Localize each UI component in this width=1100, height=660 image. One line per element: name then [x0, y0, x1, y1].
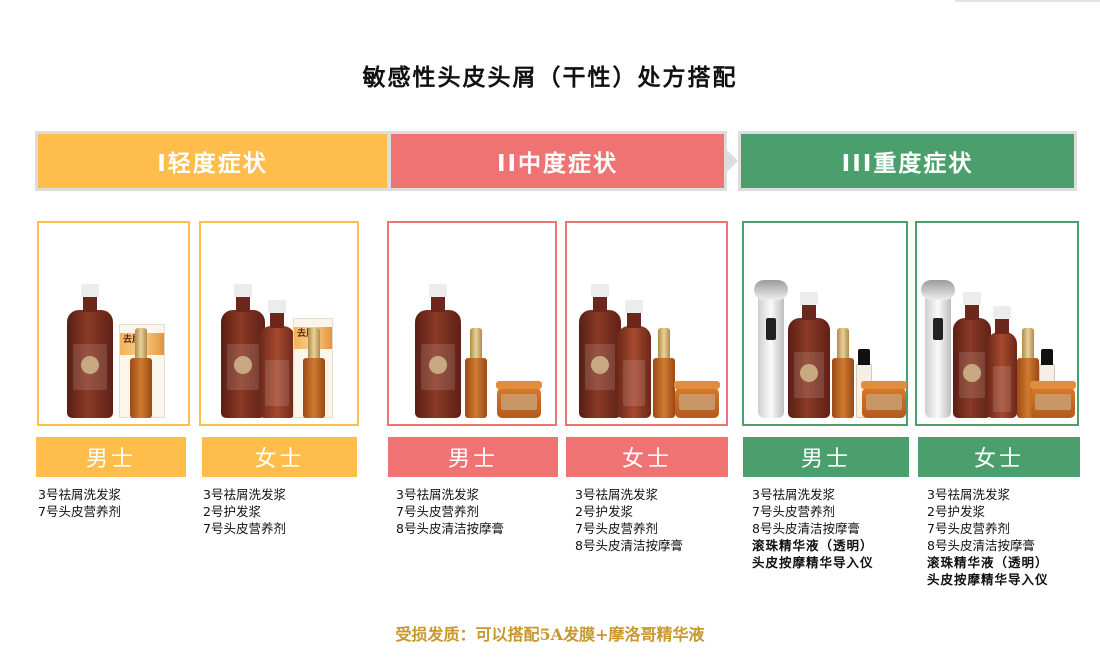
product-group-image	[389, 268, 555, 418]
tier-bar: II中度症状	[388, 131, 727, 191]
list-item: 2号护发浆	[575, 504, 633, 519]
product-list: 3号祛屑洗发浆 7号头皮营养剂 8号头皮清洁按摩膏 滚珠精华液（透明） 头皮按摩…	[752, 486, 874, 571]
list-item: 3号祛屑洗发浆	[396, 487, 479, 502]
shampoo-bottle-icon	[415, 284, 461, 418]
tier-header-mild: I轻度症状	[35, 131, 401, 191]
top-divider	[955, 0, 1100, 2]
serum-dropper-icon	[832, 328, 854, 418]
list-item: 2号护发浆	[203, 504, 261, 519]
list-item: 7号头皮营养剂	[752, 504, 835, 519]
product-photo-frame	[742, 221, 908, 426]
product-group-image	[744, 268, 907, 418]
gender-label-women: 女士	[202, 437, 357, 477]
gender-label-men: 男士	[36, 437, 186, 477]
serum-dropper-icon	[303, 328, 325, 418]
shampoo-bottle-icon	[67, 284, 113, 418]
tier-label: I轻度症状	[157, 151, 268, 177]
conditioner-bottle-icon	[617, 300, 651, 418]
massage-device-icon	[754, 280, 788, 418]
product-list: 3号祛屑洗发浆 2号护发浆 7号头皮营养剂 8号头皮清洁按摩膏	[575, 486, 683, 554]
product-photo-frame	[565, 221, 728, 426]
massage-cream-jar-icon	[861, 381, 907, 418]
tier-header-moderate: II中度症状	[388, 131, 738, 191]
product-group-image	[917, 268, 1077, 418]
gender-label-women: 女士	[918, 437, 1080, 477]
list-item: 7号头皮营养剂	[575, 521, 658, 536]
list-item: 滚珠精华液（透明）	[927, 555, 1049, 570]
massage-cream-jar-icon	[496, 381, 542, 418]
list-item: 7号头皮营养剂	[203, 521, 286, 536]
shampoo-bottle-icon	[788, 292, 830, 418]
product-photo-frame: 去屑	[199, 221, 359, 426]
conditioner-bottle-icon	[987, 306, 1017, 418]
product-group-image: 去屑	[39, 268, 188, 418]
serum-dropper-icon	[653, 328, 675, 418]
tier-bar: III重度症状	[738, 131, 1077, 191]
massage-cream-jar-icon	[674, 381, 720, 418]
tier-bar: I轻度症状	[35, 131, 390, 191]
product-list: 3号祛屑洗发浆 7号头皮营养剂 8号头皮清洁按摩膏	[396, 486, 504, 537]
product-group-image: 去屑	[201, 268, 357, 418]
shampoo-bottle-icon	[221, 284, 265, 418]
list-item: 7号头皮营养剂	[927, 521, 1010, 536]
serum-dropper-icon	[465, 328, 487, 418]
product-photo-frame	[387, 221, 557, 426]
tier-label: II中度症状	[496, 151, 619, 177]
tier-header-severe: III重度症状	[738, 131, 1077, 191]
list-item: 7号头皮营养剂	[396, 504, 479, 519]
list-item: 7号头皮营养剂	[38, 504, 121, 519]
product-photo-frame: 去屑	[37, 221, 190, 426]
shampoo-bottle-icon	[579, 284, 621, 418]
gender-label-men: 男士	[388, 437, 558, 477]
product-list: 3号祛屑洗发浆 2号护发浆 7号头皮营养剂	[203, 486, 286, 537]
list-item: 8号头皮清洁按摩膏	[396, 521, 504, 536]
shampoo-bottle-icon	[953, 292, 991, 418]
serum-dropper-icon	[130, 328, 152, 418]
product-list: 3号祛屑洗发浆 2号护发浆 7号头皮营养剂 8号头皮清洁按摩膏 滚珠精华液（透明…	[927, 486, 1049, 588]
footer-note: 受损发质：可以搭配5A发膜+摩洛哥精华液	[395, 625, 705, 644]
list-item: 3号祛屑洗发浆	[38, 487, 121, 502]
list-item: 3号祛屑洗发浆	[752, 487, 835, 502]
list-item: 2号护发浆	[927, 504, 985, 519]
arrow-right-icon	[726, 149, 738, 173]
list-item: 滚珠精华液（透明）	[752, 538, 874, 553]
tier-label: III重度症状	[841, 151, 974, 177]
list-item: 头皮按摩精华导入仪	[752, 555, 874, 570]
list-item: 8号头皮清洁按摩膏	[575, 538, 683, 553]
list-item: 8号头皮清洁按摩膏	[927, 538, 1035, 553]
page-title: 敏感性头皮头屑（干性）处方搭配	[362, 65, 738, 91]
list-item: 3号祛屑洗发浆	[203, 487, 286, 502]
massage-cream-jar-icon	[1030, 381, 1076, 418]
gender-label-men: 男士	[743, 437, 909, 477]
conditioner-bottle-icon	[259, 300, 295, 418]
list-item: 8号头皮清洁按摩膏	[752, 521, 860, 536]
list-item: 3号祛屑洗发浆	[927, 487, 1010, 502]
product-group-image	[567, 268, 726, 418]
massage-device-icon	[921, 280, 955, 418]
gender-label-women: 女士	[566, 437, 728, 477]
list-item: 头皮按摩精华导入仪	[927, 572, 1049, 587]
list-item: 3号祛屑洗发浆	[575, 487, 658, 502]
product-list: 3号祛屑洗发浆 7号头皮营养剂	[38, 486, 121, 520]
product-photo-frame	[915, 221, 1079, 426]
